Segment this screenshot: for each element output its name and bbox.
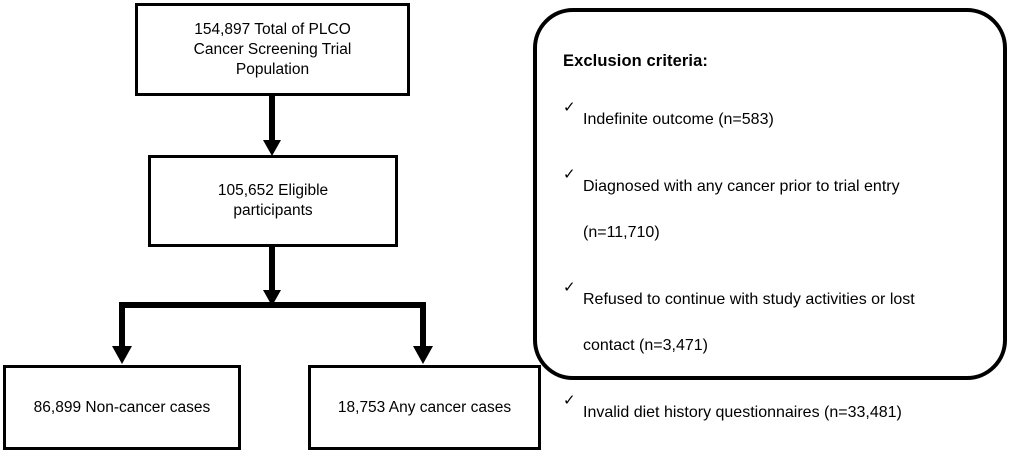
node-total-population: 154,897 Total of PLCO Cancer Screening T… <box>135 3 410 96</box>
node-non-cancer-cases: 86,899 Non-cancer cases <box>3 365 241 450</box>
exclusion-item-line2: (n=11,710) <box>583 224 660 241</box>
node-eligible-participants-label: 105,652 Eligible participants <box>217 182 329 219</box>
exclusion-criteria-title: Exclusion criteria: <box>563 52 708 70</box>
checkmark-icon: ✓ <box>563 392 576 409</box>
exclusion-item-line2: contact (n=3,471) <box>583 337 708 354</box>
exclusion-item-line1: Diagnosed with any cancer prior to trial… <box>583 178 900 195</box>
checkmark-icon: ✓ <box>563 99 576 116</box>
exclusion-item-text: Indefinite outcome (n=583) <box>583 111 774 128</box>
exclusion-item: ✓ Diagnosed with any cancer prior to tri… <box>563 164 978 256</box>
node-eligible-participants: 105,652 Eligible participants <box>148 155 398 247</box>
checkmark-icon: ✓ <box>563 279 576 296</box>
node-non-cancer-cases-label: 86,899 Non-cancer cases <box>33 398 211 416</box>
exclusion-criteria-content: Exclusion criteria: ✓ Indefinite outcome… <box>563 52 978 457</box>
edge-total-to-eligible <box>263 96 281 156</box>
exclusion-item-text: Invalid diet history questionnaires (n=3… <box>583 404 902 421</box>
node-any-cancer-cases: 18,753 Any cancer cases <box>308 365 541 450</box>
exclusion-item: ✓ Indefinite outcome (n=583) <box>563 97 978 143</box>
edge-eligible-split <box>112 247 433 364</box>
exclusion-criteria-panel: Exclusion criteria: ✓ Indefinite outcome… <box>533 8 1007 421</box>
exclusion-item-text: Refused to continue with study activitie… <box>583 277 915 369</box>
exclusion-item: ✓ Invalid diet history questionnaires (n… <box>563 390 978 436</box>
exclusion-item-text: Diagnosed with any cancer prior to trial… <box>583 164 900 256</box>
exclusion-item: ✓ Refused to continue with study activit… <box>563 277 978 369</box>
exclusion-item-line1: Refused to continue with study activitie… <box>583 291 915 308</box>
node-total-population-label: 154,897 Total of PLCO Cancer Screening T… <box>193 20 352 78</box>
node-any-cancer-cases-label: 18,753 Any cancer cases <box>337 398 512 416</box>
checkmark-icon: ✓ <box>563 166 576 183</box>
